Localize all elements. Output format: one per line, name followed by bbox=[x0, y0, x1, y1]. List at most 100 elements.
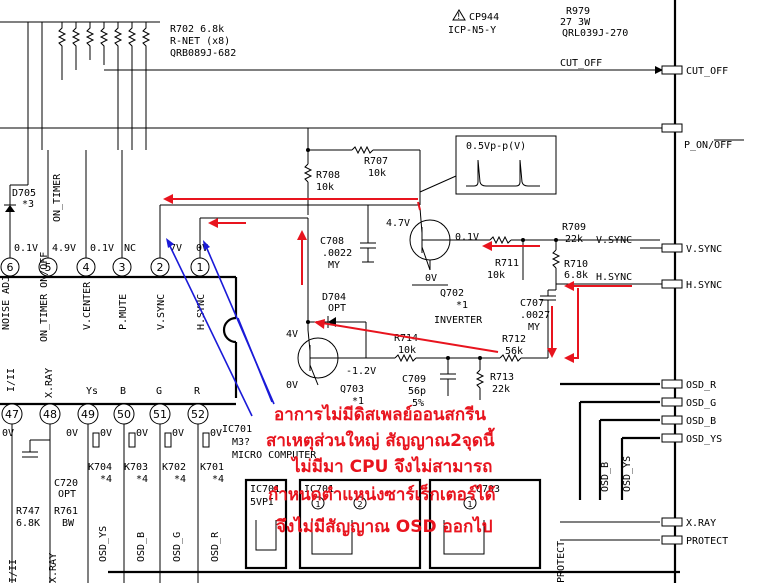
c709-note: 5% bbox=[412, 398, 424, 409]
right-osd-b-label: OSD_B bbox=[600, 462, 611, 492]
vpi-label: 5VPI bbox=[250, 497, 274, 508]
c708-val: .0022 bbox=[322, 248, 352, 259]
vsync-pin: V.SYNC bbox=[686, 244, 722, 255]
k701-ref: K701 bbox=[200, 462, 224, 473]
cp944-part: ICP-N5-Y bbox=[448, 25, 496, 36]
osd-b-pin: OSD_B bbox=[686, 416, 716, 427]
ic-top-pin-5: 5 bbox=[45, 261, 52, 274]
r709-ref: R709 bbox=[562, 222, 586, 233]
r713-val: 22k bbox=[492, 384, 510, 395]
k703-ref: K703 bbox=[124, 462, 148, 473]
box-pin-a: 1 bbox=[315, 500, 320, 509]
q702-emitter-voltage: 0V bbox=[425, 273, 437, 284]
ic-bottom-label-48: X.RAY bbox=[44, 368, 55, 398]
r712: R712 56k bbox=[499, 334, 548, 363]
r709-val: 22k bbox=[565, 234, 583, 245]
d705-ref: D705 bbox=[12, 188, 36, 199]
bottom-protect-label: PROTECT bbox=[556, 541, 567, 583]
annotation-line-5: จึงไม่มีสัญญาณ OSD ออกไป bbox=[276, 516, 493, 537]
rnet-ref: R702 6.8k bbox=[170, 24, 224, 35]
box-pin-b: 2 bbox=[357, 500, 362, 509]
k703-note: *4 bbox=[136, 474, 148, 485]
ic-bottom-pin-49: 49 bbox=[81, 408, 95, 421]
r979-part: QRL039J-270 bbox=[562, 28, 628, 39]
d705: D705 *3 ON_TIMER bbox=[4, 150, 87, 258]
d704: D704 OPT bbox=[306, 218, 367, 358]
micro-part: M3? bbox=[232, 437, 250, 448]
q702-collector-voltage: 4.7V bbox=[386, 218, 410, 229]
ic-top-pin-6: 6 bbox=[7, 261, 14, 274]
ic-top-voltage-3: NC bbox=[124, 243, 136, 254]
vsync-connector: V.SYNC V.SYNC bbox=[596, 235, 722, 255]
r707-ref: R707 bbox=[364, 156, 388, 167]
ic-bottom-pin-52: 52 bbox=[191, 408, 205, 421]
r710: R710 6.8k bbox=[564, 259, 588, 281]
c720-type: OPT bbox=[58, 489, 76, 500]
right-osd-ys-label: OSD_YS bbox=[622, 456, 633, 492]
r979: R979 27 3W QRL039J-270 bbox=[560, 6, 628, 39]
ic-top-label-4: V.CENTER bbox=[82, 281, 93, 330]
r714-val: 10k bbox=[398, 345, 416, 356]
xray-protect-connectors: X.RAY PROTECT PROTECT bbox=[556, 517, 728, 583]
ic-bottom-header: I/II X.RAY Ys B G R 47 48 49 50 51 52 0V… bbox=[0, 368, 680, 583]
q703-base-voltage: 4V bbox=[286, 329, 298, 340]
ic-top-pin-4: 4 bbox=[83, 261, 90, 274]
q702-note: *1 bbox=[456, 300, 468, 311]
ic-top-voltage-6: 0.1V bbox=[14, 243, 38, 254]
osd-ys-label: OSD_YS bbox=[98, 526, 109, 562]
r713-ref: R713 bbox=[490, 372, 514, 383]
r713: R713 22k bbox=[475, 358, 514, 400]
k702-note: *4 bbox=[174, 474, 186, 485]
blue-pointer-lines bbox=[166, 238, 275, 417]
annotation-line-1: อาการไม่มีดิสเพลย์ออนสกรีน bbox=[274, 404, 486, 425]
ic-bottom-pin-50: 50 bbox=[117, 408, 131, 421]
cp944: ! CP944 ICP-N5-Y bbox=[448, 9, 499, 36]
q702-ref: Q702 bbox=[440, 288, 464, 299]
r710-val: 6.8k bbox=[564, 270, 588, 281]
rnet-part: QRB089J-682 bbox=[170, 48, 236, 59]
hsync-pin: H.SYNC bbox=[686, 280, 722, 291]
annotation-line-4: กำหนดตำแหน่งซาร์เร็กเตอร์ได้ bbox=[268, 482, 496, 505]
k704-ref: K704 bbox=[88, 462, 112, 473]
q703-transistor: 4V 0V -1.2V Q703 *1 bbox=[286, 329, 395, 407]
cp944-ref: CP944 bbox=[469, 12, 499, 23]
r708-ref: R708 bbox=[316, 170, 340, 181]
r712-ref: R712 bbox=[502, 334, 526, 345]
ic-top-pin-2: 2 bbox=[157, 261, 164, 274]
r979-val: 27 3W bbox=[560, 17, 591, 28]
c720-ref: C720 bbox=[54, 478, 78, 489]
r747-val: 6.8K bbox=[16, 518, 40, 529]
ic701-box-ref: IC701 bbox=[250, 484, 280, 495]
ic-top-label-3: P.MUTE bbox=[118, 294, 129, 330]
ic-bottom-label-51: G bbox=[156, 386, 162, 397]
q703-ref: Q703 bbox=[340, 384, 364, 395]
ic701-box2-ref: IC701 bbox=[304, 484, 334, 495]
r709: R709 22k bbox=[551, 222, 586, 290]
r711-val: 10k bbox=[487, 270, 505, 281]
ic-bottom-voltage-49: 0V bbox=[100, 428, 112, 439]
c709: C709 56p 5% bbox=[402, 358, 456, 409]
xray-pin: X.RAY bbox=[686, 518, 716, 529]
ic-bottom-pin-51: 51 bbox=[153, 408, 167, 421]
r708: R708 10k bbox=[303, 128, 340, 215]
p-on-off-pin: P_ON/OFF bbox=[684, 140, 732, 151]
waveform-box: 0.5Vp-p(V) bbox=[419, 135, 557, 195]
waveform-label: 0.5Vp-p(V) bbox=[466, 141, 526, 152]
on-timer-label: ON_TIMER bbox=[52, 173, 63, 222]
r707-val: 10k bbox=[368, 168, 386, 179]
ic-top-header: 0.1V 4.9V 0.1V NC 7V 0V 6 5 4 3 2 1 NOIS… bbox=[0, 150, 238, 398]
c707-type: MY bbox=[528, 322, 540, 333]
ic-top-label-5: ON_TIMER ON/OFF bbox=[39, 252, 50, 342]
box-pin-c: 1 bbox=[467, 500, 472, 509]
q703-note: *1 bbox=[352, 396, 364, 407]
ic701-label: IC701 M3? MICRO COMPUTER bbox=[222, 424, 317, 461]
ic-bottom-label-49: Ys bbox=[86, 386, 98, 397]
r712-val: 56k bbox=[505, 346, 523, 357]
q703-collector-voltage: -1.2V bbox=[346, 366, 376, 377]
c707-val: .0027 bbox=[520, 310, 550, 321]
ic-bottom-label-52: R bbox=[194, 386, 201, 397]
sync-wires bbox=[160, 204, 420, 219]
osd-b-label: OSD_B bbox=[136, 532, 147, 562]
